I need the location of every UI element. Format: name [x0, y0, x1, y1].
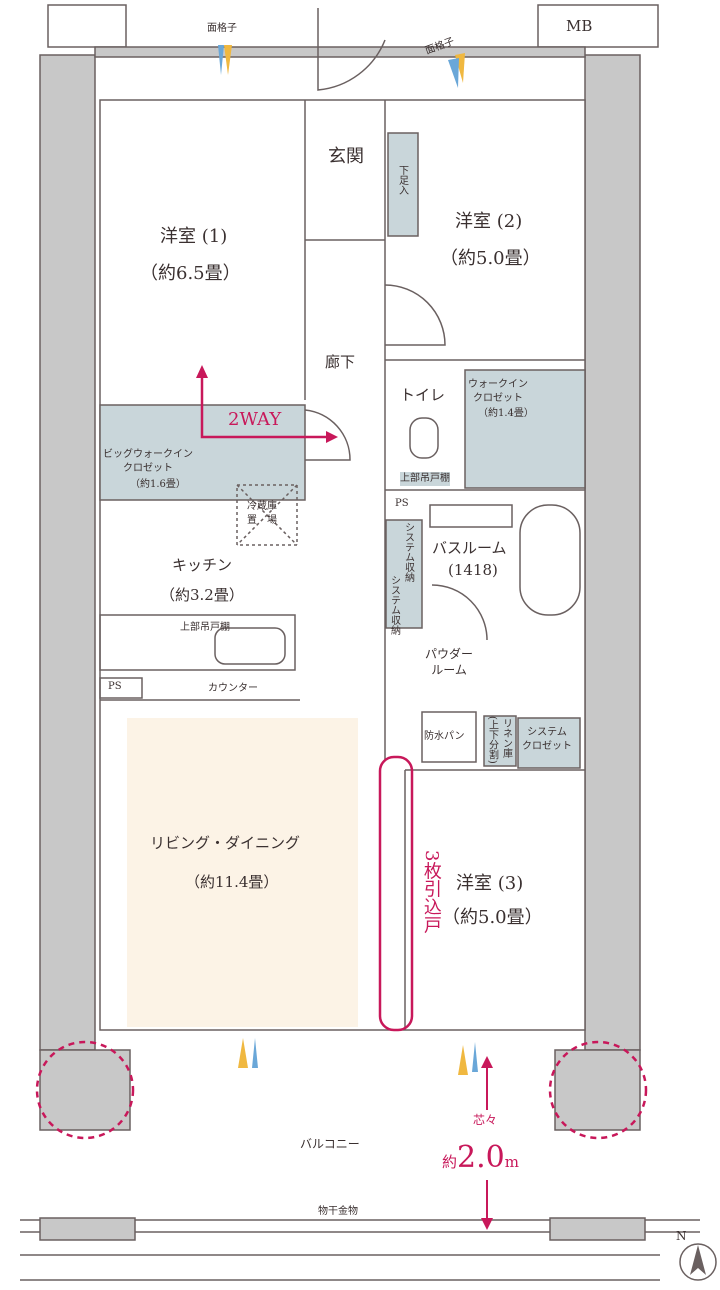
bedroom3-size: （約5.0畳） [442, 907, 543, 928]
balcony-label: バルコニー [300, 1137, 360, 1151]
big-wic-name: ビッグウォークイン クロゼット [103, 449, 193, 474]
arrow-up [196, 365, 208, 378]
kitchen-size: （約3.2畳） [160, 586, 244, 604]
system-storage: システム収納 [388, 575, 400, 635]
entrance-label: 玄関 [328, 146, 364, 167]
wic [464, 369, 586, 489]
north-label: N [676, 1229, 687, 1243]
arrow-right [326, 431, 338, 443]
shoe-storage-label: 下足入 [396, 165, 408, 195]
center-prefix: 約 [442, 1153, 458, 1171]
drying-hardware-label: 物干金物 [318, 1206, 358, 1217]
bedroom3-name: 洋室 (3) [456, 873, 524, 894]
corridor-label: 廊下 [325, 353, 356, 371]
bedroom2-size: （約5.0畳） [440, 248, 541, 269]
fridge-label: 冷蔵庫 置 場 [247, 501, 277, 526]
linen-label: リネン庫 [500, 718, 512, 758]
system-storage: システム収納 [402, 522, 414, 582]
right-column [584, 54, 641, 1051]
washer-pan-label: 防水パン [424, 731, 465, 742]
ps-kitchen: PS [108, 681, 122, 692]
toilet-label: トイレ [400, 386, 446, 404]
left-column [39, 54, 96, 1051]
powder-room-label: パウダー ルーム [425, 647, 474, 678]
living-area [127, 718, 358, 1027]
bedroom1-size: （約6.5畳） [140, 263, 241, 284]
two-way-label: 2WAY [228, 409, 282, 430]
bathroom-name: バスルーム [432, 539, 507, 557]
bedroom1-name: 洋室 (1) [160, 226, 228, 247]
bedroom2-name: 洋室 (2) [455, 211, 523, 232]
mb-label: MB [566, 17, 593, 35]
grille-label: 面格子 [207, 23, 237, 34]
center-distance: 約2.0m [442, 1138, 519, 1179]
sliding-door-label: 3枚引込戸 [420, 850, 442, 934]
system-closet-label: システム クロゼット [522, 727, 572, 752]
center-label: 芯々 [473, 1113, 498, 1127]
toilet-cabinet-label: 上部吊戸棚 [400, 472, 450, 486]
linen-note: (上下分割) [486, 716, 498, 764]
shoe-storage [387, 132, 419, 237]
wic-name: ウォークイン クロゼット [468, 379, 528, 404]
mb-box [537, 4, 659, 48]
bathroom-size: (1418) [448, 561, 498, 579]
wic-size: （約1.4畳） [478, 408, 534, 419]
center-unit: m [504, 1153, 519, 1171]
ps-bath: PS [395, 498, 409, 509]
airflow-icons [218, 45, 478, 1075]
center-value: 2.0 [457, 1140, 505, 1175]
living-size: （約11.4畳） [185, 873, 279, 891]
north-arrow-icon [690, 1245, 706, 1275]
kitchen-cabinet-label: 上部吊戸棚 [180, 622, 230, 633]
kitchen-name: キッチン [172, 556, 233, 574]
counter-label: カウンター [208, 683, 258, 694]
living-name: リビング・ダイニング [150, 834, 301, 852]
big-wic-size: （約1.6畳） [130, 479, 186, 490]
